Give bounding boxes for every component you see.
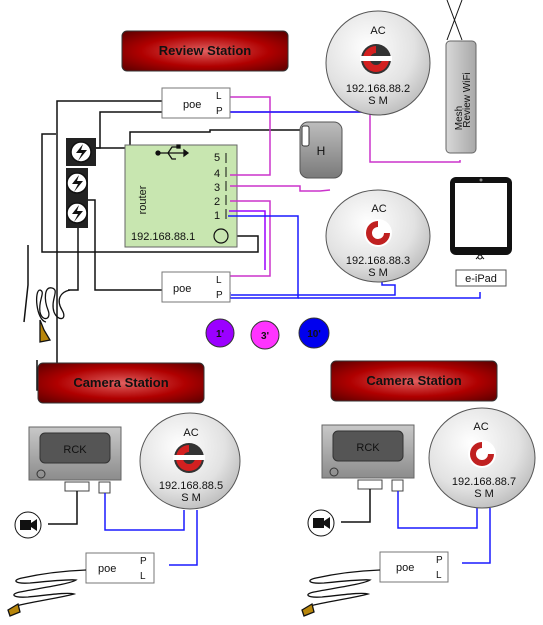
power-cord-coil-right bbox=[301, 569, 381, 617]
poe-top-label: poe bbox=[183, 99, 201, 111]
brand-logo-icon bbox=[360, 44, 392, 74]
ac-top-title: AC bbox=[370, 25, 385, 37]
ports-right bbox=[357, 479, 404, 492]
poe-bottom-port-p: P bbox=[216, 290, 223, 301]
legend-label-3ft: 3' bbox=[261, 331, 269, 342]
ac-right-ports: S M bbox=[474, 488, 494, 500]
rck-left-label: RCK bbox=[63, 444, 87, 456]
rck-right: RCK bbox=[321, 424, 415, 479]
router-port-3: 3 bbox=[214, 182, 220, 194]
poe-top-port-l: L bbox=[216, 91, 222, 102]
ac-bottom-ip: 192.168.88.3 bbox=[346, 255, 410, 267]
ac-bottom-ports: S M bbox=[368, 267, 388, 279]
router: router 192.168.88.1 5 4 3 2 1 bbox=[124, 144, 238, 248]
cable-length-legend: 1' 3' 10' bbox=[205, 317, 330, 350]
router-port-4: 4 bbox=[214, 168, 220, 180]
poe-left-port-p: P bbox=[140, 556, 147, 567]
ac-top-ip: 192.168.88.2 bbox=[346, 83, 410, 95]
ac-left-ip: 192.168.88.5 bbox=[159, 480, 223, 492]
router-port-5: 5 bbox=[214, 152, 220, 164]
brand-logo-icon bbox=[364, 219, 392, 247]
ac-right-ip: 192.168.88.7 bbox=[452, 476, 516, 488]
power-port-icon bbox=[213, 228, 229, 244]
ac-left-title: AC bbox=[183, 427, 198, 439]
camera-icon bbox=[307, 509, 335, 537]
usb-icon bbox=[155, 144, 190, 160]
brand-logo-icon bbox=[468, 440, 496, 468]
power-strip bbox=[66, 138, 96, 228]
ac-left-ports: S M bbox=[181, 492, 201, 504]
ac-unit-left: AC 192.168.88.5 S M bbox=[139, 412, 241, 510]
power-cord-coil bbox=[35, 287, 71, 343]
camera-station-right-banner: Camera Station bbox=[330, 360, 498, 402]
legend-label-10ft: 10' bbox=[307, 329, 321, 340]
router-ip: 192.168.88.1 bbox=[131, 231, 195, 243]
hub-h: H bbox=[299, 121, 343, 179]
camera-icon bbox=[14, 511, 42, 539]
review-station-banner: Review Station bbox=[121, 30, 289, 72]
ac-unit-bottom: AC 192.168.88.3 S M bbox=[325, 189, 431, 283]
router-port-2: 2 bbox=[214, 196, 220, 208]
camera-station-right-title: Camera Station bbox=[366, 373, 461, 388]
rck-left: RCK bbox=[28, 426, 122, 481]
poe-bottom: poe L P bbox=[161, 271, 231, 303]
router-port-1: 1 bbox=[214, 210, 220, 222]
ports-left bbox=[64, 481, 111, 494]
camera-station-left-title: Camera Station bbox=[73, 375, 168, 390]
poe-left: poe P L bbox=[85, 552, 155, 584]
poe-top: poe L P bbox=[161, 87, 231, 119]
poe-right-port-p: P bbox=[436, 555, 443, 566]
review-station-title: Review Station bbox=[159, 43, 252, 58]
camera-station-left-banner: Camera Station bbox=[37, 362, 205, 404]
poe-right: poe P L bbox=[379, 551, 449, 583]
brand-logo-icon bbox=[173, 443, 205, 473]
poe-bottom-label: poe bbox=[173, 283, 191, 295]
ac-unit-top: AC 192.168.88.2 S M bbox=[325, 10, 431, 116]
rck-right-label: RCK bbox=[356, 442, 380, 454]
poe-left-label: poe bbox=[98, 563, 116, 575]
ac-unit-right: AC 192.168.88.7 S M bbox=[428, 407, 536, 509]
poe-bottom-port-l: L bbox=[216, 275, 222, 286]
router-ports: 5 4 3 2 1 bbox=[214, 152, 227, 222]
ac-bottom-title: AC bbox=[371, 203, 386, 215]
camera-station-right: Camera Station RCK AC bbox=[301, 360, 536, 617]
camera-station-left: Camera Station RCK AC bbox=[7, 362, 241, 617]
poe-left-port-l: L bbox=[140, 571, 146, 582]
ac-right-title: AC bbox=[473, 421, 488, 433]
power-cord-coil-left bbox=[7, 569, 87, 617]
hub-label: H bbox=[317, 144, 326, 158]
ipad-device: e-iPad bbox=[450, 177, 512, 287]
router-label: router bbox=[137, 185, 149, 214]
mesh-line2: Review WiFi bbox=[462, 72, 473, 128]
legend-label-1ft: 1' bbox=[216, 329, 224, 340]
poe-top-port-p: P bbox=[216, 106, 223, 117]
ac-top-ports: S M bbox=[368, 95, 388, 107]
poe-right-port-l: L bbox=[436, 570, 442, 581]
mesh-wifi: Mesh Review WiFi bbox=[445, 0, 477, 154]
mesh-line1: Mesh bbox=[454, 106, 465, 130]
ipad-label: e-iPad bbox=[465, 273, 497, 285]
poe-right-label: poe bbox=[396, 562, 414, 574]
